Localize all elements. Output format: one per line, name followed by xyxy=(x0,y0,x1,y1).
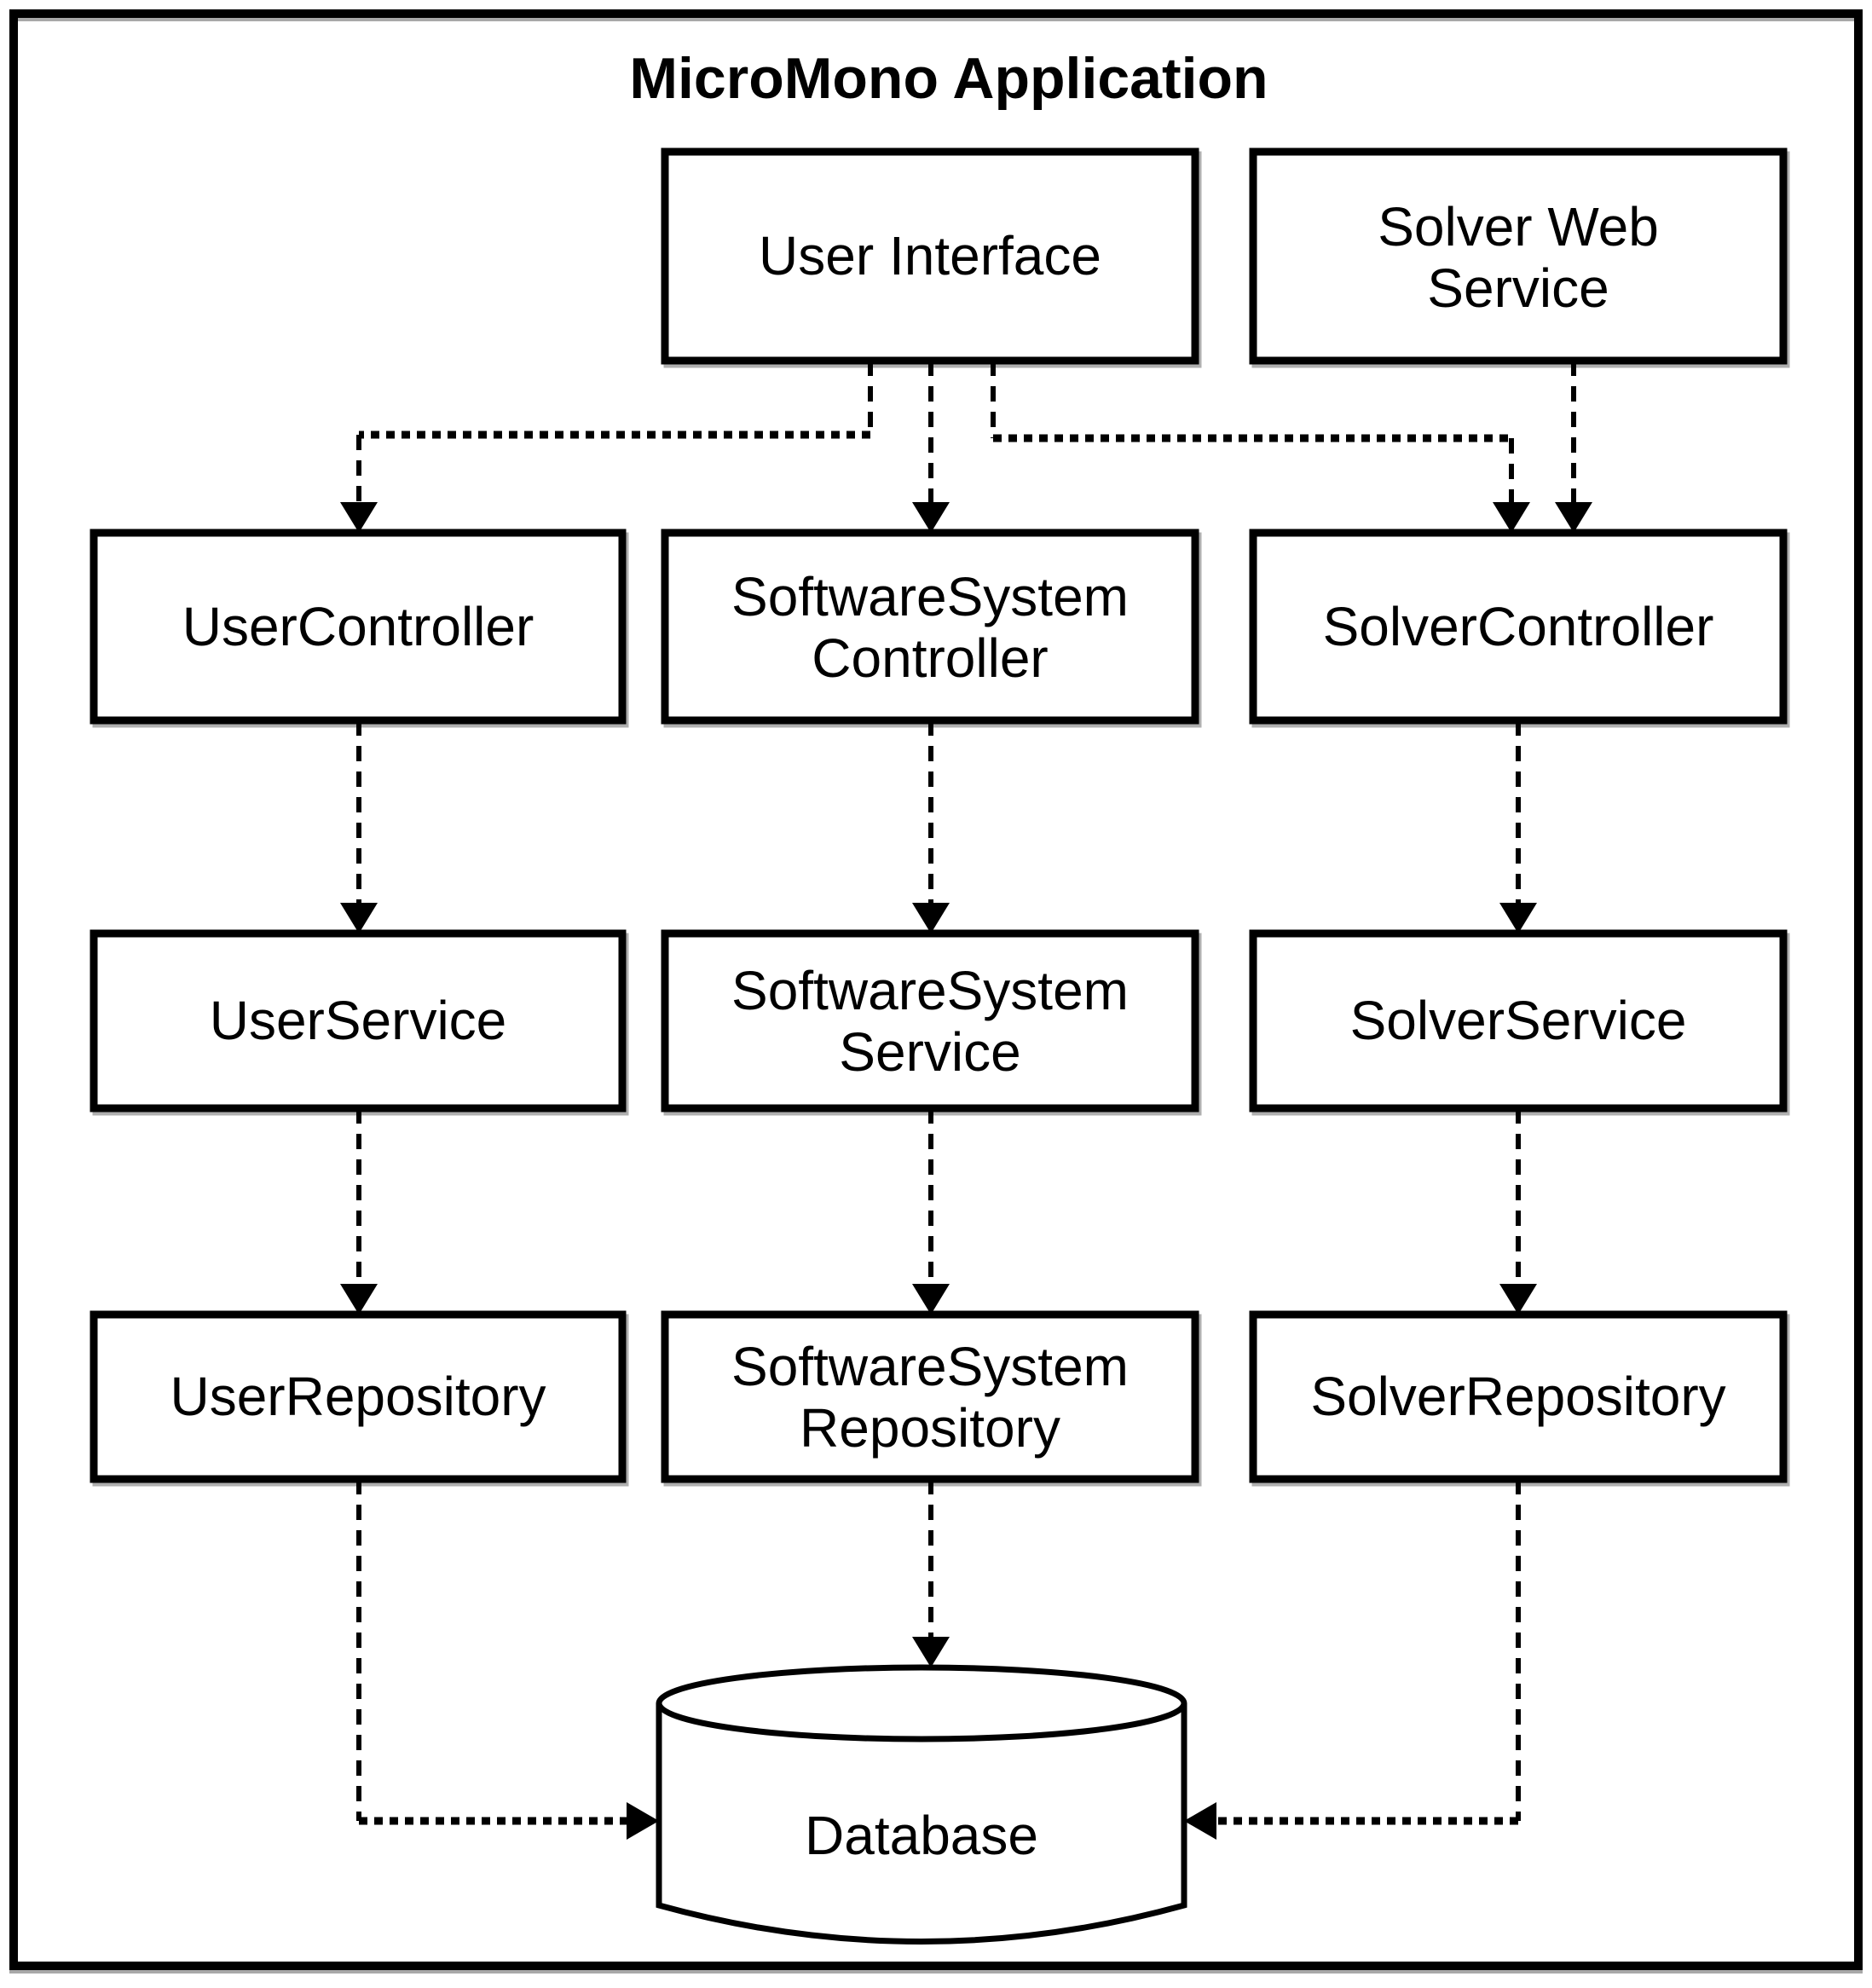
arrowhead-into-solver-repository xyxy=(1499,1284,1537,1315)
database-label: Database xyxy=(805,1805,1038,1866)
diagram-title: MicroMono Application xyxy=(629,46,1268,111)
user-controller-label: UserController xyxy=(182,596,534,657)
node-user-service: UserService xyxy=(90,929,627,1112)
solver-controller-label: SolverController xyxy=(1323,596,1714,657)
node-user-interface: User Interface xyxy=(661,147,1199,365)
solver-repository-box xyxy=(1249,1310,1788,1483)
node-solver-repository: SolverRepository xyxy=(1249,1310,1788,1483)
solver-service-label: SolverService xyxy=(1350,990,1687,1051)
node-solver-controller: SolverController xyxy=(1249,529,1788,725)
user-service-label: UserService xyxy=(210,990,507,1051)
solver-service-box xyxy=(1249,929,1788,1112)
arrowhead-into-user-controller xyxy=(340,502,378,533)
software-system-service-label-line1: SoftwareSystem xyxy=(731,960,1129,1021)
database-cylinder-top xyxy=(656,1664,1187,1742)
user-controller-box xyxy=(90,529,627,725)
node-software-system-controller: SoftwareSystem Controller xyxy=(661,529,1199,725)
node-user-repository: UserRepository xyxy=(90,1310,627,1483)
solver-web-service-label-line1: Solver Web xyxy=(1378,196,1659,257)
arrowhead-into-user-service xyxy=(340,903,378,933)
software-system-repository-label-line1: SoftwareSystem xyxy=(731,1336,1129,1397)
user-service-box xyxy=(90,929,627,1112)
software-system-controller-label-line2: Controller xyxy=(812,627,1048,689)
arrowhead-into-software-system-controller xyxy=(912,502,950,533)
solver-repository-label: SolverRepository xyxy=(1310,1366,1725,1427)
arrowhead-into-database-left xyxy=(627,1802,659,1840)
software-system-service-label-line2: Service xyxy=(839,1021,1020,1083)
node-software-system-repository: SoftwareSystem Repository xyxy=(661,1310,1199,1483)
solver-web-service-label-line2: Service xyxy=(1427,257,1609,319)
node-software-system-service: SoftwareSystem Service xyxy=(661,929,1199,1112)
software-system-controller-label-line1: SoftwareSystem xyxy=(731,566,1129,627)
arrowhead-into-software-system-repository xyxy=(912,1284,950,1315)
node-user-controller: UserController xyxy=(90,529,627,725)
node-solver-web-service: Solver Web Service xyxy=(1249,147,1788,365)
node-database: Database xyxy=(656,1664,1187,1945)
software-system-controller-box xyxy=(661,529,1199,725)
software-system-repository-label-line2: Repository xyxy=(800,1397,1060,1459)
arrowhead-into-user-repository xyxy=(340,1284,378,1315)
arrowhead-into-database-right xyxy=(1184,1802,1216,1840)
arrowhead-into-solver-controller-from-sws xyxy=(1555,502,1592,533)
arrowhead-into-solver-controller-from-ui xyxy=(1493,502,1530,533)
arrowhead-into-solver-service xyxy=(1499,903,1537,933)
arrowhead-into-database-top xyxy=(912,1637,950,1667)
user-interface-label: User Interface xyxy=(759,225,1101,286)
solver-web-service-box xyxy=(1249,147,1788,365)
application-boundary-border xyxy=(9,9,1863,1970)
user-repository-box xyxy=(90,1310,627,1483)
user-repository-label: UserRepository xyxy=(170,1366,546,1427)
arrowhead-into-software-system-service xyxy=(912,903,950,933)
database-cylinder-body xyxy=(656,1703,1187,1945)
node-solver-service: SolverService xyxy=(1249,929,1788,1112)
software-system-service-box xyxy=(661,929,1199,1112)
